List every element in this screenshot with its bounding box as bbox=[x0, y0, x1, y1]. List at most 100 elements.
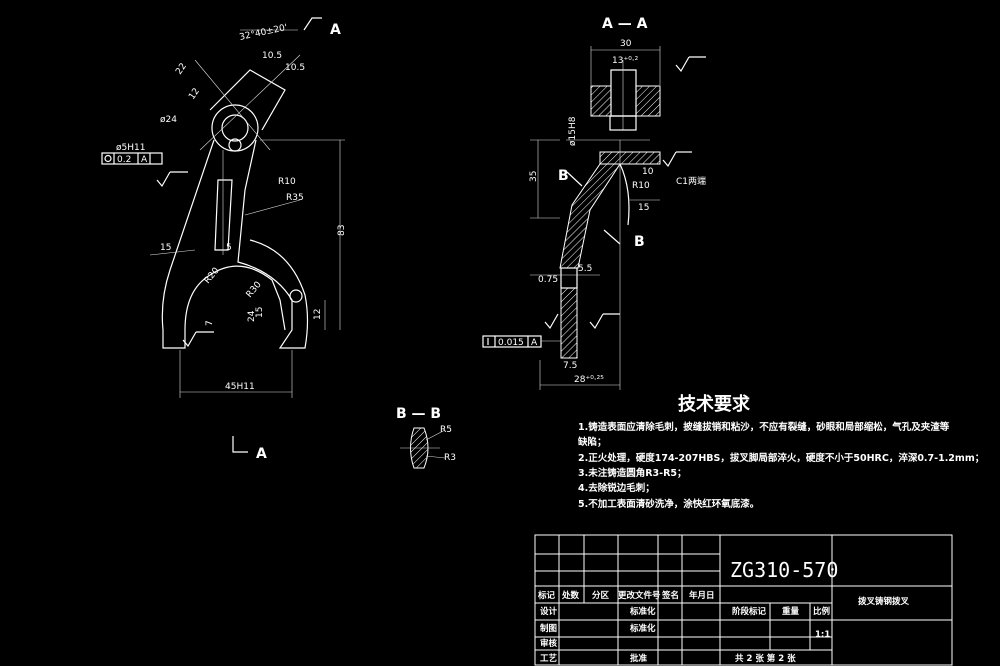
tolerance-frame-aa bbox=[482, 335, 542, 348]
section-bb-view: B — B R5 R3 bbox=[396, 406, 456, 469]
flange-section bbox=[599, 151, 661, 165]
boss-center-2 bbox=[194, 59, 271, 151]
tolerance-datum-aa: A bbox=[531, 338, 538, 348]
requirements-title: 技术要求 bbox=[678, 393, 751, 415]
dim-12: 12 bbox=[187, 87, 202, 102]
section-marker-top: A bbox=[330, 22, 341, 38]
leg-upper bbox=[560, 267, 578, 289]
section-bb-title: B — B bbox=[396, 406, 441, 422]
hub-outer-circle bbox=[211, 104, 259, 152]
dim-hole-15h8: ø15H8 bbox=[568, 116, 578, 146]
roughness-symbol-icon bbox=[544, 313, 559, 330]
requirement-line: 缺陷； bbox=[577, 436, 607, 448]
section-marker-bottom-arrow bbox=[232, 436, 248, 453]
dim-r10-aa: R10 bbox=[632, 181, 650, 191]
stage-label: 阶段标记 bbox=[732, 606, 767, 617]
roughness-symbol-icon bbox=[589, 313, 604, 330]
dim-r3: R3 bbox=[444, 453, 456, 463]
roughness-circle-icon bbox=[289, 289, 303, 303]
requirement-line: 4.去除锐边毛刺； bbox=[578, 482, 655, 494]
dim-15-mid: 15 bbox=[255, 307, 265, 318]
tb-header: 处数 bbox=[561, 590, 580, 601]
main-view: A A 32°40±20' 10.5 10.5 22 12 ø24 ø5H11 … bbox=[101, 17, 347, 462]
dim-7: 7 bbox=[205, 320, 215, 326]
tb-header: 标记 bbox=[537, 590, 556, 601]
dim-10-5b: 10.5 bbox=[285, 63, 305, 73]
tolerance-datum: A bbox=[141, 155, 148, 165]
tb-row-label: 制图 bbox=[540, 623, 557, 634]
requirement-line: 3.未注铸造圆角R3-R5； bbox=[578, 467, 687, 479]
dim-c1: C1两端 bbox=[676, 175, 706, 187]
tb-row-label: 工艺 bbox=[540, 653, 558, 664]
technical-requirements: 技术要求 1.铸造表面应清除毛刺，披缝拔销和粘沙，不应有裂缝，砂眼和局部缩松，气… bbox=[577, 393, 984, 510]
title-block: ZG310-570 拨叉铸钢拨叉 标记 处数 分区 更改文件号 签名 年月日 设… bbox=[534, 534, 953, 666]
dim-45: 45H11 bbox=[225, 382, 255, 392]
sheet-info: 共 2 张 第 2 张 bbox=[735, 653, 796, 664]
requirement-line: 1.铸造表面应清除毛刺，披缝拔销和粘沙，不应有裂缝，砂眼和局部缩松，气孔及夹渣等 bbox=[578, 421, 950, 433]
scale-value: 1:1 bbox=[815, 630, 830, 640]
tb-header: 签名 bbox=[661, 590, 679, 601]
dim-r30: R30 bbox=[245, 280, 264, 300]
part-name: 拨叉铸钢拨叉 bbox=[858, 596, 910, 607]
roughness-symbol-icon bbox=[182, 331, 197, 348]
roughness-symbol-icon bbox=[675, 56, 690, 73]
pin-hole bbox=[228, 138, 242, 152]
top-boss bbox=[209, 69, 286, 131]
dim-15-aa: 15 bbox=[638, 203, 649, 213]
dim-7-5: 7.5 bbox=[563, 361, 577, 371]
dim-r5: R5 bbox=[440, 425, 452, 435]
dim-12-right: 12 bbox=[313, 309, 323, 320]
dim-r10: R10 bbox=[278, 177, 296, 187]
weight-label: 重量 bbox=[782, 606, 800, 617]
dim-5: 5 bbox=[226, 243, 232, 253]
dim-22: 22 bbox=[174, 62, 189, 77]
tb-row-label: 设计 bbox=[540, 606, 558, 617]
dim-10-5a: 10.5 bbox=[262, 51, 282, 61]
requirement-line: 2.正火处理，硬度174-207HBS，拔叉脚局部淬火，硬度不小于50HRC，淬… bbox=[578, 452, 984, 464]
dim-0-75: 0.75 bbox=[538, 275, 558, 285]
tb-row-label: 审核 bbox=[540, 638, 558, 649]
hub-inner-circle bbox=[221, 114, 249, 142]
dim-5-5: 5.5 bbox=[578, 264, 592, 274]
tb-header: 年月日 bbox=[689, 590, 715, 601]
tb-mid-label: 批准 bbox=[630, 653, 648, 664]
material-code: ZG310-570 bbox=[730, 558, 838, 582]
section-aa-view: A — A 30 13⁺⁰·² ø15H8 35 B B R10 10 bbox=[482, 16, 706, 390]
section-b-marker-2: B bbox=[634, 234, 645, 250]
arm-fillet bbox=[619, 163, 630, 226]
dim-13: 13⁺⁰·² bbox=[612, 56, 639, 66]
tb-mid-label: 标准化 bbox=[629, 623, 656, 634]
arm-right-outline bbox=[237, 139, 309, 349]
dim-30: 30 bbox=[620, 39, 632, 49]
dim-28: 28⁺⁰·²⁵ bbox=[574, 375, 604, 385]
tb-header: 分区 bbox=[592, 590, 610, 601]
tolerance-value: 0.2 bbox=[117, 155, 131, 165]
scale-label: 比例 bbox=[813, 606, 831, 617]
boss-center bbox=[199, 54, 301, 151]
tb-mid-label: 标准化 bbox=[629, 606, 656, 617]
tolerance-value-aa: 0.015 bbox=[498, 338, 524, 348]
dim-15: 15 bbox=[160, 243, 171, 253]
section-marker-top-arrow bbox=[303, 17, 322, 31]
fork-inner-arc bbox=[209, 265, 286, 331]
dim-r20: R20 bbox=[203, 266, 222, 286]
section-marker-bottom: A bbox=[256, 446, 267, 462]
section-aa-title: A — A bbox=[602, 16, 648, 32]
hub-slot bbox=[610, 69, 637, 117]
leg-section bbox=[560, 287, 578, 359]
hub-section-left bbox=[590, 85, 612, 117]
dim-r35: R35 bbox=[286, 193, 304, 203]
tolerance-frame bbox=[101, 152, 163, 165]
section-b-marker-1: B bbox=[558, 168, 569, 184]
position-symbol-icon bbox=[104, 154, 112, 163]
arm-left-outline bbox=[161, 139, 215, 349]
dim-10-aa: 10 bbox=[642, 167, 654, 177]
arm-section bbox=[559, 163, 621, 269]
dim-24-mid: 24 bbox=[247, 310, 257, 322]
hub-section-right bbox=[635, 85, 661, 117]
rib bbox=[214, 179, 233, 251]
requirement-line: 5.不加工表面清砂洗净，涂快红环氧底漆。 bbox=[578, 498, 759, 510]
roughness-symbol-icon bbox=[662, 151, 677, 168]
dim-83: 83 bbox=[337, 225, 347, 236]
